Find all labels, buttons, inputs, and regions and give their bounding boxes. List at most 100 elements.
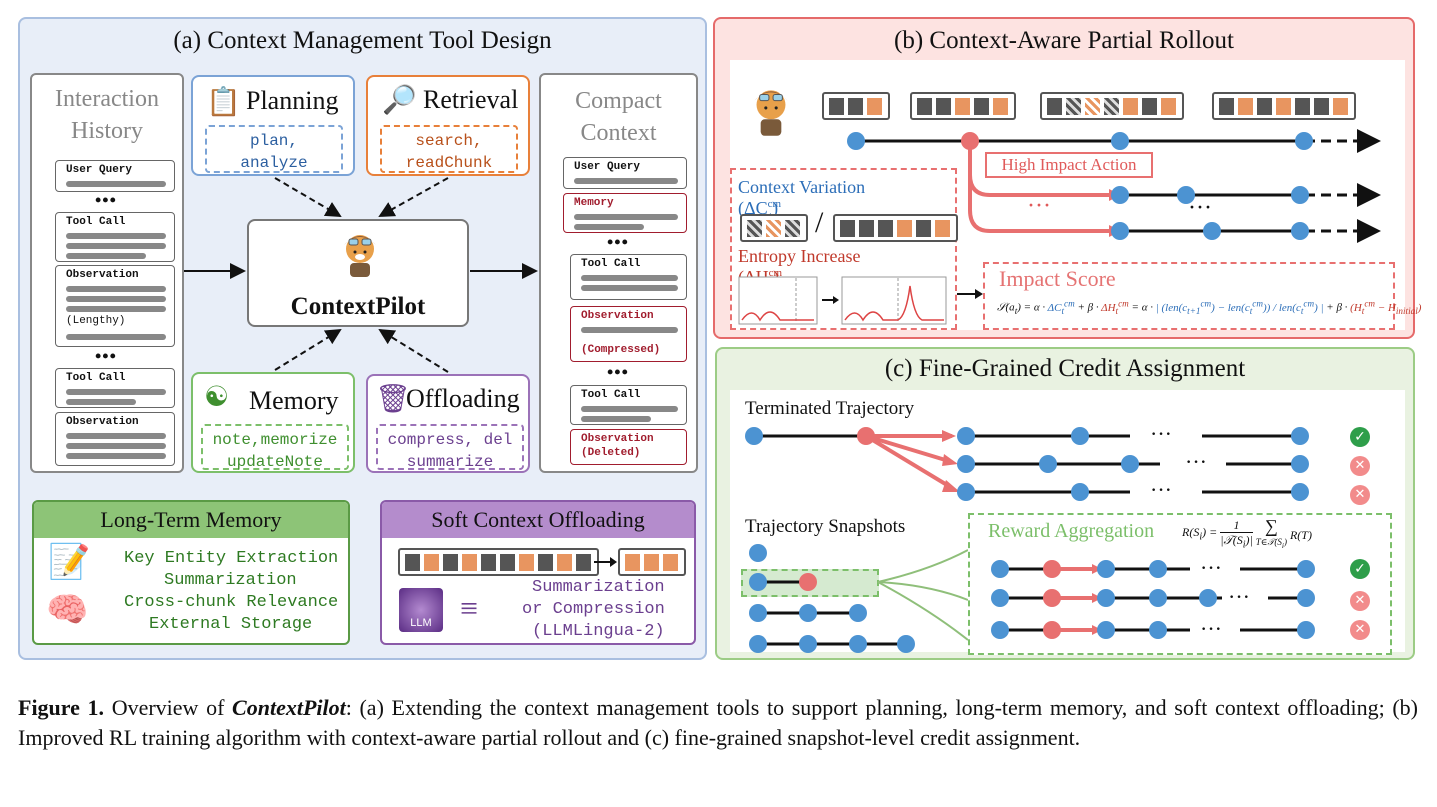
slash-divider: /	[815, 206, 824, 239]
contextpilot-box: ContextPilot	[247, 219, 469, 327]
trajectory-snapshots-label: Trajectory Snapshots	[745, 516, 906, 537]
panel-a-arrows	[184, 177, 538, 373]
soft-offloading-title: Soft Context Offloading	[382, 502, 694, 538]
trash-icon: 🗑	[375, 384, 411, 415]
long-term-memory-title: Long-Term Memory	[34, 502, 348, 538]
planning-functions: plan, analyze	[205, 125, 343, 173]
compress-icon: ≡	[460, 590, 479, 626]
ltm-item-1: Summarization	[164, 571, 297, 590]
figure-caption: Figure 1. Overview of ContextPilot: (a) …	[18, 693, 1418, 753]
rollout-dots-1: ···	[1027, 193, 1051, 219]
context-bar-4	[1212, 92, 1356, 120]
retrieval-functions: search, readChunk	[380, 125, 518, 173]
cross-icon: ✕	[1350, 456, 1370, 476]
retrieval-name: Retrieval	[423, 85, 519, 114]
history-dots-1: •••	[95, 190, 117, 210]
entropy-curves	[738, 276, 947, 325]
retrieval-tool: 🔎 Retrieval search, readChunk	[366, 75, 530, 176]
rollout-dots-2: ···	[1188, 195, 1212, 221]
rollout-trajectories	[847, 129, 1381, 243]
memory-tool: ☯ Memory note,memorize updateNote	[191, 372, 355, 473]
context-variation-bar-a	[740, 214, 808, 242]
high-impact-label: High Impact Action	[985, 152, 1153, 178]
cross-icon: ✕	[1350, 620, 1370, 640]
check-icon: ✓	[1350, 559, 1370, 579]
memory-functions: note,memorize updateNote	[201, 424, 349, 471]
interaction-history-title-1: Interaction	[55, 86, 159, 112]
cross-icon: ✕	[1350, 485, 1370, 505]
terminated-dots-3: ···	[1150, 477, 1172, 502]
history-card-tool-call-1: Tool Call	[55, 212, 175, 262]
reward-dots-3: ···	[1200, 616, 1222, 641]
caption-label: Figure 1.	[18, 695, 105, 720]
cross-icon: ✕	[1350, 591, 1370, 611]
compact-card-tool-call-2: Tool Call	[570, 385, 687, 425]
context-variation-bar-b	[833, 214, 958, 242]
history-card-tool-call-2: Tool Call	[55, 368, 175, 408]
caption-post: : (a) Extending the context management t…	[18, 695, 1418, 750]
context-bar-1	[822, 92, 890, 120]
ltm-item-0: Key Entity Extraction	[124, 549, 339, 568]
caption-pre: Overview of	[104, 695, 233, 720]
panel-a-title: (a) Context Management Tool Design	[173, 27, 552, 54]
impact-formula: 𝒮(at) = α · ΔCtcm + β · ΔHtcm = α · | (l…	[997, 298, 1422, 316]
panel-b-title: (b) Context-Aware Partial Rollout	[894, 27, 1234, 54]
offloading-name: Offloading	[406, 384, 520, 413]
compact-card-observation-compressed: Observation (Compressed)	[570, 306, 687, 362]
soft-offloading-box: Soft Context Offloading LLM ≡ Summarizat…	[380, 500, 696, 645]
memory-database-icon: ☯	[204, 382, 230, 413]
planning-tool: 📋 Planning plan, analyze	[191, 75, 355, 176]
offloading-functions: compress, del summarize	[376, 424, 524, 471]
context-bar-3	[1040, 92, 1184, 120]
llm-icon: LLM	[399, 588, 443, 632]
reward-dots-2: ···	[1228, 584, 1250, 609]
history-card-user-query: User Query	[55, 160, 175, 192]
memory-name: Memory	[249, 386, 339, 415]
impact-score-title: Impact Score	[999, 266, 1116, 291]
history-card-observation-lengthy: Observation (Lengthy)	[55, 265, 175, 347]
terminated-dots-1: ···	[1150, 421, 1172, 446]
reward-formula: R(Si) = 1|𝒯(Si)| ∑T∈𝒯(Si) R(T)	[1182, 516, 1312, 551]
ltm-item-3: External Storage	[149, 615, 313, 634]
offload-arrow	[594, 557, 617, 567]
offload-context-after	[618, 548, 686, 576]
compact-card-memory: Memory	[563, 193, 687, 233]
contextpilot-label: ContextPilot	[290, 293, 426, 320]
planning-name: Planning	[246, 86, 339, 115]
compact-card-user-query: User Query	[563, 157, 687, 189]
panel-c-title: (c) Fine-Grained Credit Assignment	[884, 355, 1246, 382]
check-icon: ✓	[1350, 427, 1370, 447]
brain-storage-icon: 🧠	[46, 592, 89, 629]
compact-dots-1: •••	[607, 232, 629, 252]
reward-dots-1: ···	[1200, 555, 1222, 580]
soft-item-0: Summarization	[532, 578, 665, 597]
to-impact-arrow	[957, 289, 983, 299]
reward-aggregation-title: Reward Aggregation	[988, 520, 1155, 542]
compact-card-tool-call-1: Tool Call	[570, 254, 687, 300]
soft-item-1: or Compression	[522, 600, 665, 619]
terminated-dots-2: ···	[1185, 449, 1207, 474]
notes-pencil-icon: 📝	[48, 544, 91, 581]
compact-context-title-1: Compact	[575, 88, 662, 114]
compact-card-observation-deleted: Observation (Deleted)	[570, 429, 687, 465]
terminated-trajectories	[745, 427, 1309, 501]
soft-item-2: (LLMLingua-2)	[532, 622, 665, 641]
context-variation-label: Context Variation (ΔCcmt)	[738, 177, 866, 222]
context-bar-2	[910, 92, 1016, 120]
offload-context-before	[398, 548, 599, 576]
long-term-memory-box: Long-Term Memory 📝 🧠 Key Entity Extracti…	[32, 500, 350, 645]
ltm-item-2: Cross-chunk Relevance	[124, 593, 339, 612]
planning-clipboard-icon: 📋	[206, 87, 241, 118]
offloading-tool: 🗑 Offloading compress, del summarize	[366, 374, 530, 473]
impact-score-box: Impact Score 𝒮(at) = α · ΔCtcm + β · ΔHt…	[983, 262, 1421, 330]
history-card-observation: Observation	[55, 412, 175, 466]
caption-name: ContextPilot	[232, 695, 346, 720]
retrieval-search-icon: 🔎	[382, 85, 417, 116]
reward-trajectories	[991, 560, 1315, 639]
compact-context-title-2: Context	[580, 120, 657, 146]
pilot-dog-icon	[344, 235, 376, 277]
snapshot-trajectories	[749, 544, 969, 653]
history-dots-2: •••	[95, 346, 117, 366]
pilot-dog-icon-b	[754, 90, 788, 136]
terminated-trajectory-label: Terminated Trajectory	[745, 398, 915, 419]
